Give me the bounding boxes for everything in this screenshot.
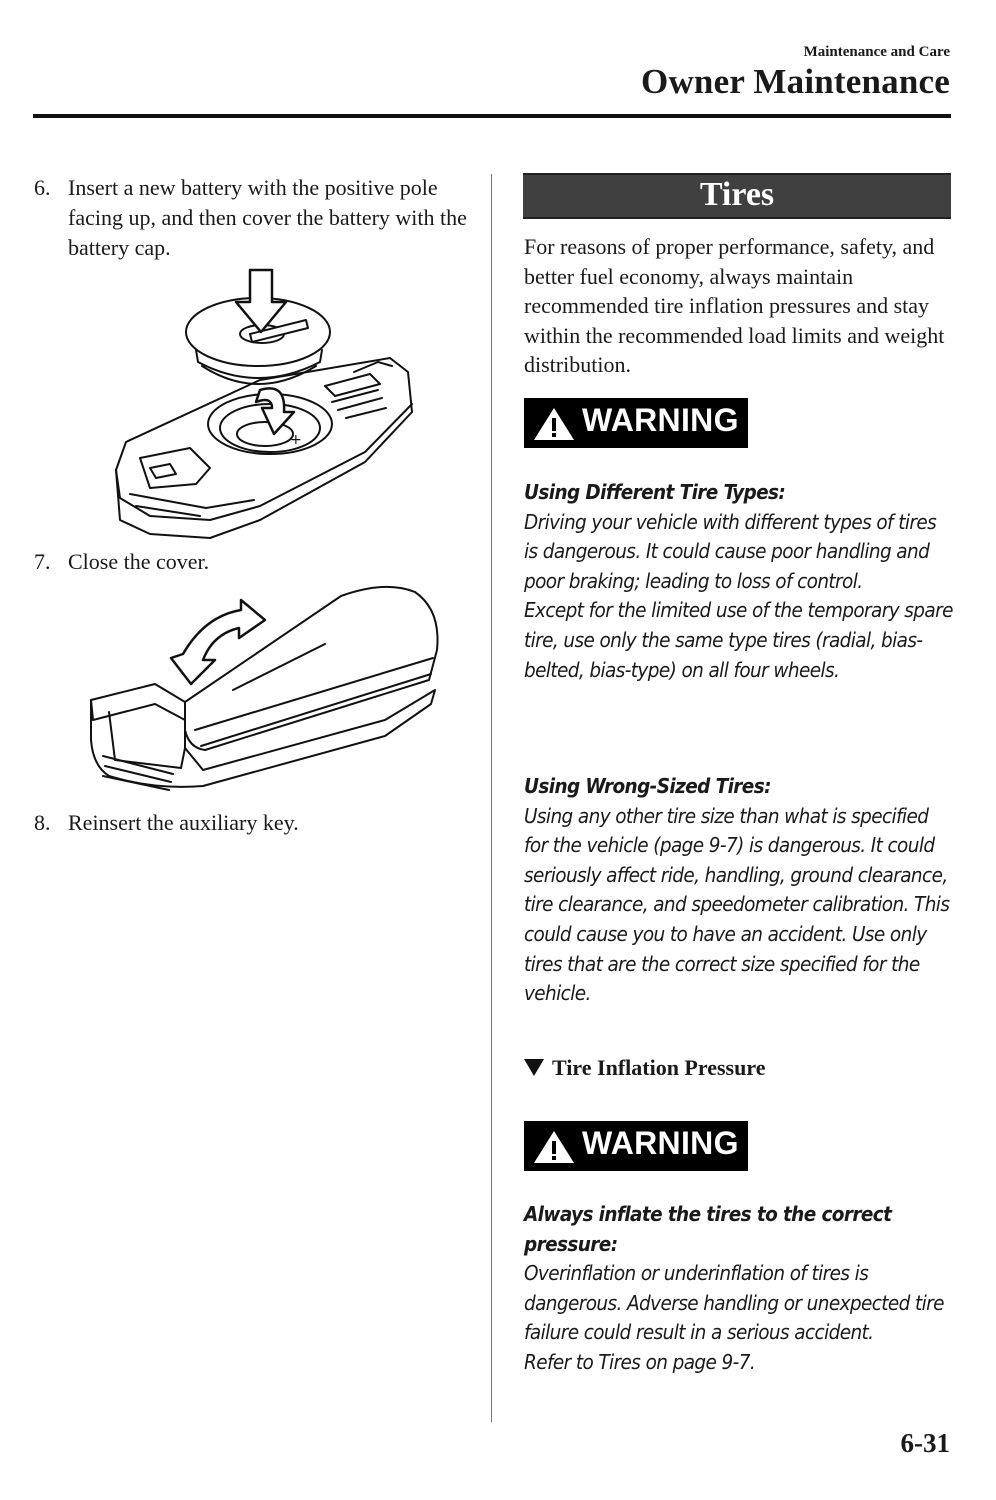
warning-paragraph: Refer to Tires on page 9-7. (524, 1349, 756, 1374)
close-cover-illustration (90, 585, 439, 791)
warning-paragraph: Using any other tire size than what is s… (524, 803, 950, 1006)
warning-heading: Using Different Tire Types: (524, 480, 786, 504)
warning-paragraph: Except for the limited use of the tempor… (524, 598, 953, 682)
triangle-down-icon (524, 1059, 544, 1076)
header-divider (33, 114, 951, 118)
step-number: 7. (34, 549, 51, 574)
warning-triangle-icon (534, 1131, 574, 1163)
step-text: Close the cover. (68, 549, 210, 574)
page-number: 6-31 (900, 1428, 951, 1458)
svg-text:+: + (290, 432, 302, 448)
page-title: Owner Maintenance (641, 62, 950, 101)
warning-triangle-icon (534, 408, 574, 440)
warning-label: WARNING (582, 402, 739, 438)
step-text: Insert a new battery with the positive p… (68, 175, 467, 260)
column-divider (491, 174, 492, 1422)
battery-insert-illustration: + (115, 268, 413, 539)
warning-block-inflation: Always inflate the tires to the correct … (524, 1200, 954, 1378)
intro-paragraph: For reasons of proper performance, safet… (524, 234, 945, 378)
warning-block-tire-types: Using Different Tire Types: Driving your… (524, 478, 954, 685)
warning-paragraph: Overinflation or underinflation of tires… (524, 1261, 945, 1345)
warning-badge: WARNING (524, 1121, 748, 1171)
step-number: 8. (34, 810, 51, 835)
subsection-label: Tire Inflation Pressure (552, 1055, 766, 1080)
step-text: Reinsert the auxiliary key. (68, 810, 299, 835)
subsection-heading: Tire Inflation Pressure (524, 1055, 766, 1081)
warning-badge: WARNING (524, 398, 748, 448)
warning-block-tire-size: Using Wrong-Sized Tires: Using any other… (524, 772, 954, 1009)
section-title-bar: Tires (523, 173, 951, 219)
warning-paragraph: Driving your vehicle with different type… (524, 509, 937, 593)
warning-label: WARNING (582, 1125, 739, 1161)
warning-heading: Always inflate the tires to the correct … (524, 1202, 892, 1256)
step-number: 6. (34, 175, 51, 200)
section-title: Tires (699, 176, 775, 213)
warning-heading: Using Wrong-Sized Tires: (524, 774, 771, 798)
header-section-label: Maintenance and Care (803, 44, 950, 60)
